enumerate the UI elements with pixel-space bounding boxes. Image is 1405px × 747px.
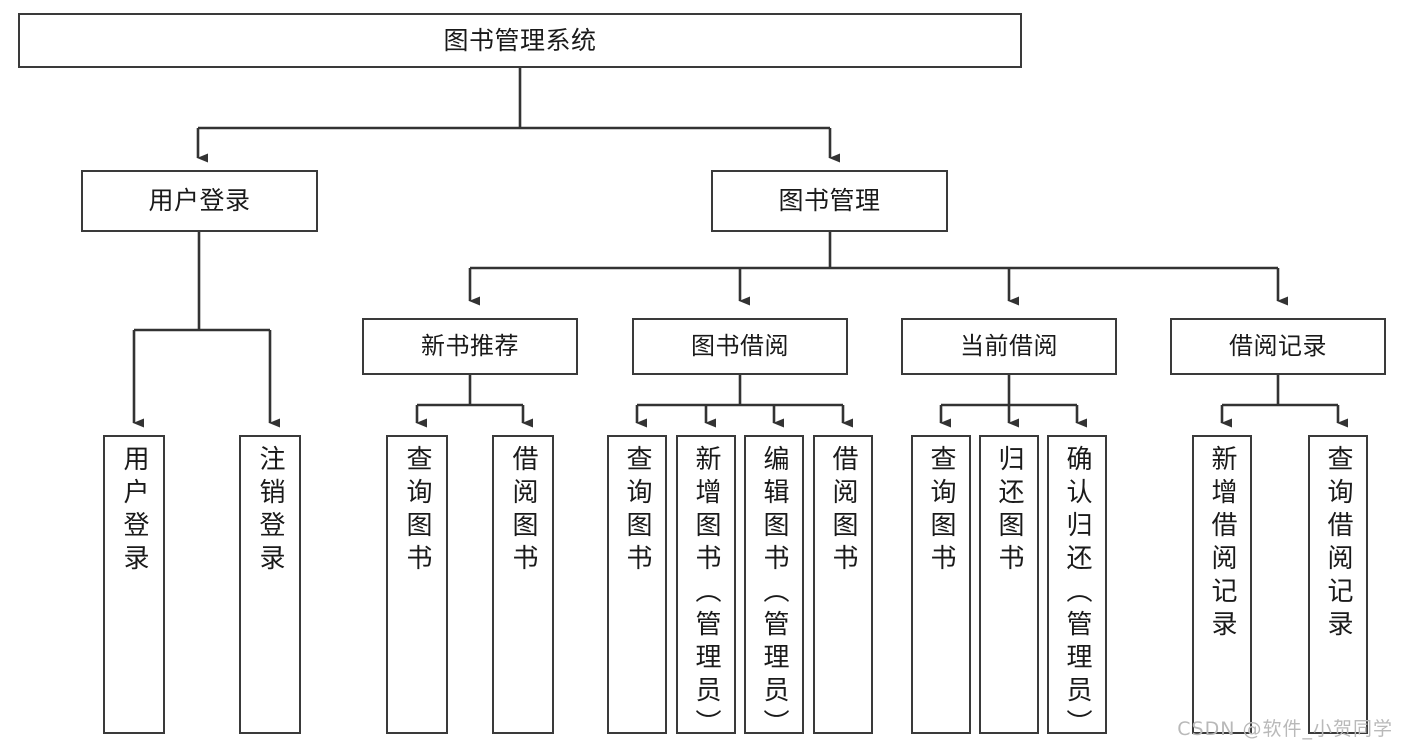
node-label: 确认归还（管理员） [1062,445,1092,734]
node-label: 图书管理 [778,186,881,216]
leaf-add-book[interactable]: 新增图书（管理员） [676,435,736,734]
csdn-watermark: CSDN @软件_小贺同学 [1177,718,1393,740]
node-book-borrow[interactable]: 图书借阅 [632,318,848,375]
leaf-logout-login[interactable]: 注销登录 [239,435,301,734]
node-label: 归还图书 [994,445,1024,577]
node-current-borrow[interactable]: 当前借阅 [901,318,1117,375]
node-label: 新增图书（管理员） [691,445,721,734]
node-label: 查询借阅记录 [1323,445,1353,643]
node-borrow-record[interactable]: 借阅记录 [1170,318,1386,375]
node-label: 编辑图书（管理员） [759,445,789,734]
node-label: 查询图书 [622,445,652,577]
leaf-edit-book[interactable]: 编辑图书（管理员） [744,435,804,734]
node-label: 查询图书 [402,445,432,577]
node-root-book-management-system[interactable]: 图书管理系统 [18,13,1022,68]
node-label: 图书借阅 [691,332,789,361]
leaf-borrow-book[interactable]: 借阅图书 [813,435,873,734]
leaf-add-borrow-record[interactable]: 新增借阅记录 [1192,435,1252,734]
leaf-user-login[interactable]: 用户登录 [103,435,165,734]
node-label: 当前借阅 [960,332,1058,361]
leaf-query-book-borrow[interactable]: 查询图书 [607,435,667,734]
node-user-login[interactable]: 用户登录 [81,170,318,232]
leaf-query-book-current[interactable]: 查询图书 [911,435,971,734]
leaf-borrow-book-recommend[interactable]: 借阅图书 [492,435,554,734]
node-label: 查询图书 [926,445,956,577]
leaf-query-book-recommend[interactable]: 查询图书 [386,435,448,734]
node-label: 借阅图书 [508,445,538,577]
leaf-return-book[interactable]: 归还图书 [979,435,1039,734]
node-label: 图书管理系统 [443,25,597,55]
node-label: 注销登录 [255,445,285,577]
node-label: 新书推荐 [421,332,519,361]
leaf-query-borrow-record[interactable]: 查询借阅记录 [1308,435,1368,734]
node-label: 新增借阅记录 [1207,445,1237,643]
node-label: 用户登录 [119,445,149,577]
leaf-confirm-return[interactable]: 确认归还（管理员） [1047,435,1107,734]
node-label: 用户登录 [148,186,251,216]
node-label: 借阅图书 [828,445,858,577]
node-new-book-recommend[interactable]: 新书推荐 [362,318,578,375]
node-label: 借阅记录 [1229,332,1327,361]
node-book-manage[interactable]: 图书管理 [711,170,948,232]
